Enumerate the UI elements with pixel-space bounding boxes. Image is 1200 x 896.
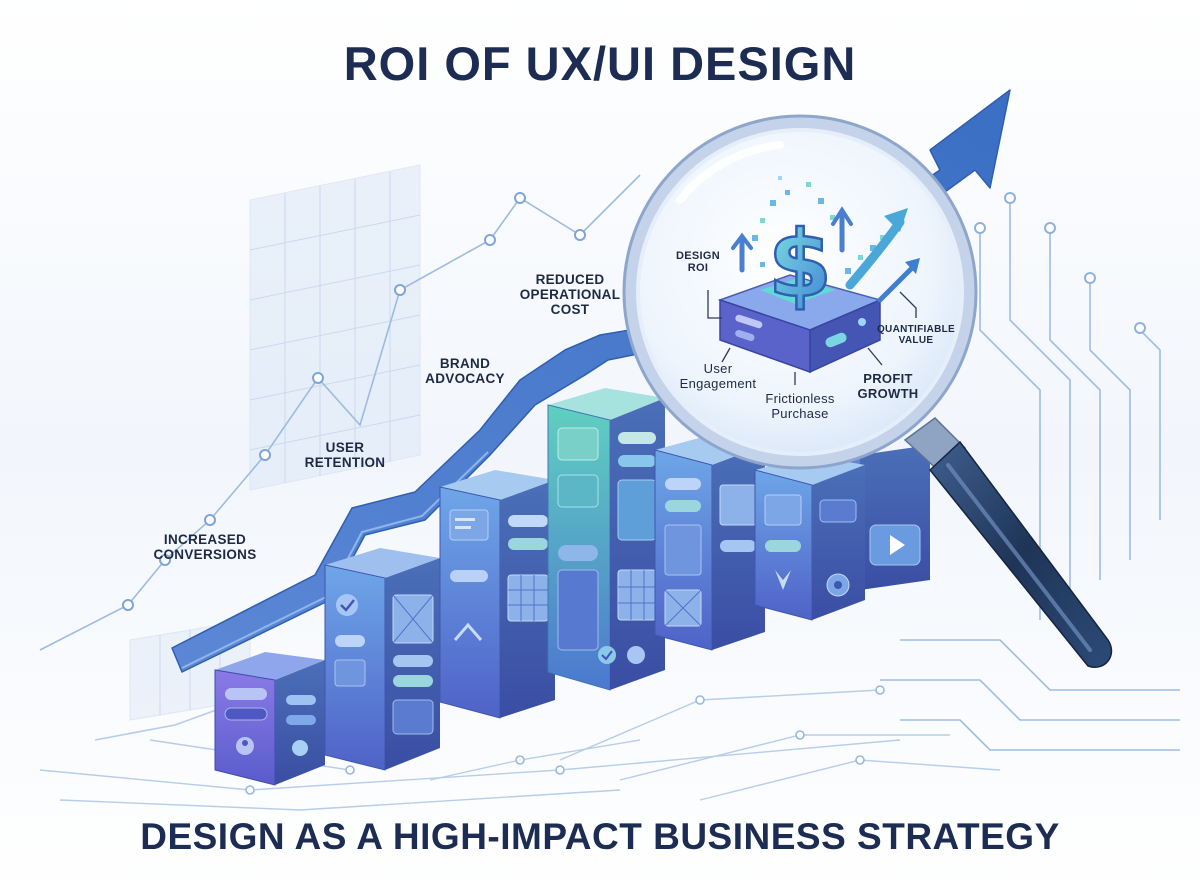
page-subtitle: DESIGN AS A HIGH-IMPACT BUSINESS STRATEG… <box>140 816 1060 857</box>
block-column-1 <box>214 652 325 786</box>
play-icon <box>890 535 905 555</box>
label-reduced-operational-cost: REDUCED OPERATIONAL COST <box>519 272 621 318</box>
dollar-icon: $ <box>767 210 834 320</box>
block-column-3 <box>439 470 555 719</box>
block-column-5 <box>654 435 765 651</box>
label-brand-advocacy: BRAND ADVOCACY <box>425 356 505 387</box>
block-column-2 <box>324 548 440 771</box>
lens-connector-lines <box>707 290 917 385</box>
arrow-up-icon <box>453 622 483 641</box>
grid-icon <box>507 574 549 622</box>
lens-label-quantifiable-value: QUANTIFIABLE VALUE <box>876 324 956 347</box>
circuit-lines-right <box>880 200 1180 751</box>
block-column-4 <box>547 388 665 691</box>
label-increased-conversions: INCREASED CONVERSIONS <box>153 532 257 563</box>
lens-label-design-roi: DESIGN ROI <box>676 250 720 275</box>
lens-label-profit-growth: PROFIT GROWTH <box>857 371 919 401</box>
background-chart-dots <box>122 192 586 611</box>
svg-text:$: $ <box>768 211 832 318</box>
magnifier-handle <box>903 417 1113 668</box>
lens-device <box>717 274 883 374</box>
circuit-floor-nodes <box>245 685 885 795</box>
circuit-nodes-right <box>974 192 1146 334</box>
page-title: ROI OF UX/UI DESIGN <box>343 37 857 90</box>
label-user-retention: USER RETENTION <box>304 440 386 471</box>
lens-label-user-engagement: User Engagement <box>679 361 757 391</box>
background-line-chart-left <box>39 174 641 741</box>
checkmark-icon <box>336 594 358 616</box>
lens-up-arrows <box>731 206 920 303</box>
block-column-6 <box>754 455 865 621</box>
lens-particles <box>752 176 885 274</box>
lens-label-frictionless-purchase: Frictionless Purchase <box>765 391 835 421</box>
